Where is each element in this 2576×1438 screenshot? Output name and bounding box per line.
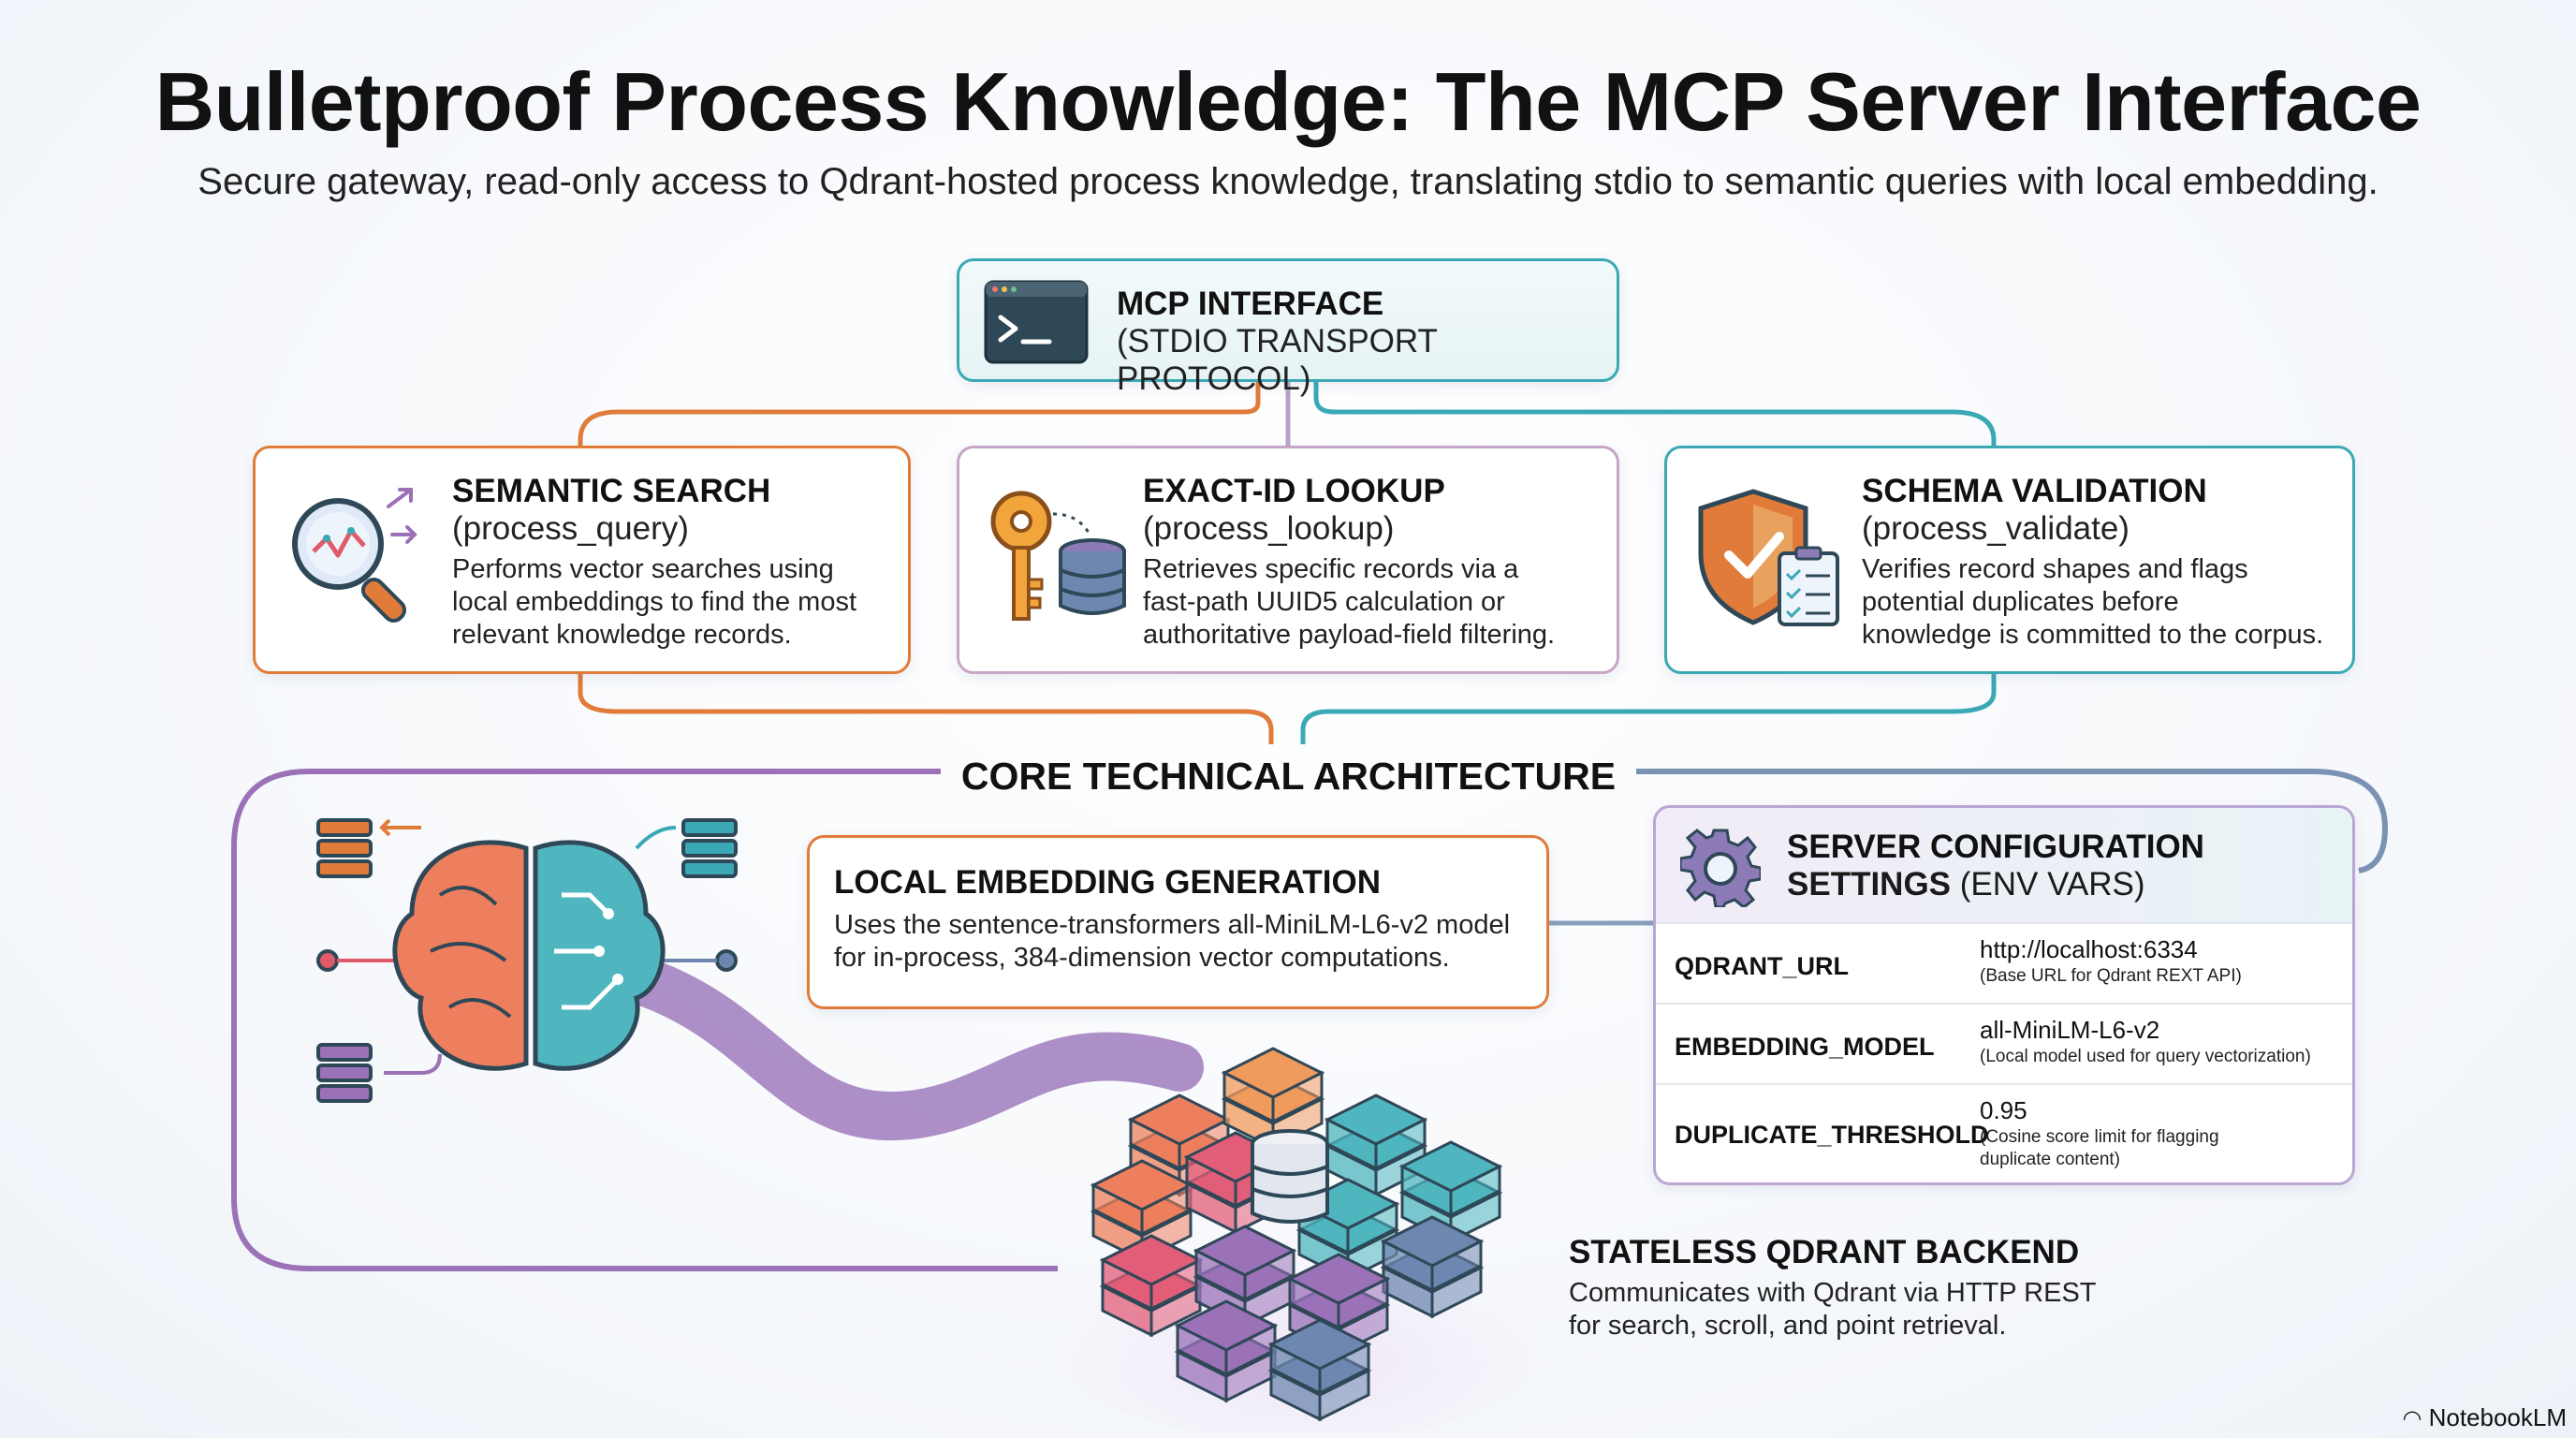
page-subtitle: Secure gateway, read-only access to Qdra… (198, 161, 2378, 202)
core-architecture-heading: CORE TECHNICAL ARCHITECTURE (960, 755, 1617, 798)
semantic-search-card: SEMANTIC SEARCH (process_query) Performs… (253, 446, 911, 674)
semantic-search-tool: (process_query) (452, 510, 689, 547)
backend-title: STATELESS QDRANT BACKEND (1569, 1234, 2080, 1270)
embedding-card: LOCAL EMBEDDING GENERATION Uses the sent… (807, 835, 1549, 1009)
key-database-icon (984, 486, 1134, 626)
config-value: all-MiniLM-L6-v2 (1980, 1016, 2160, 1044)
config-note: (Local model used for query vectorizatio… (1980, 1047, 2311, 1066)
shield-checklist-icon (1693, 488, 1843, 628)
notebooklm-brand: ◠ NotebookLM (2402, 1403, 2567, 1431)
terminal-icon (984, 280, 1089, 364)
embedding-title: LOCAL EMBEDDING GENERATION (834, 864, 1381, 901)
mcp-subtitle: (STDIO TRANSPORT PROTOCOL) (1117, 323, 1438, 397)
config-value: 0.95 (1980, 1096, 2027, 1124)
page-title: Bulletproof Process Knowledge: The MCP S… (154, 55, 2422, 148)
mcp-title: MCP INTERFACE (1117, 286, 1384, 322)
exact-id-lookup-card: EXACT-ID LOOKUP (process_lookup) Retriev… (957, 446, 1619, 674)
magnifier-chart-icon (284, 486, 424, 626)
config-title-line1: SERVER CONFIGURATION (1787, 829, 2204, 865)
exact-id-lookup-title: EXACT-ID LOOKUP (1143, 473, 1445, 509)
config-key: EMBEDDING_MODEL (1675, 1033, 1935, 1061)
config-note: (Base URL for Qdrant REXT API) (1980, 966, 2242, 986)
config-header-band (1656, 808, 2352, 922)
schema-validation-title: SCHEMA VALIDATION (1862, 473, 2207, 509)
config-key: QDRANT_URL (1675, 952, 1849, 980)
config-value: http://localhost:6334 (1980, 935, 2198, 963)
mcp-interface-card: MCP INTERFACE (STDIO TRANSPORT PROTOCOL) (957, 258, 1619, 397)
config-key: DUPLICATE_THRESHOLD (1675, 1121, 1989, 1149)
config-title-line2: SETTINGS (ENV VARS) (1787, 866, 2145, 902)
schema-validation-card: SCHEMA VALIDATION (process_validate) Ver… (1664, 446, 2355, 674)
brain-icon (309, 811, 749, 1110)
config-row: EMBEDDING_MODEL all-MiniLM-L6-v2 (Local … (1656, 1003, 2352, 1085)
exact-id-lookup-tool: (process_lookup) (1143, 510, 1395, 547)
notebooklm-logo-icon: ◠ (2402, 1406, 2422, 1431)
qdrant-database-icon (1039, 1039, 1554, 1438)
schema-validation-tool: (process_validate) (1862, 510, 2130, 547)
config-row: DUPLICATE_THRESHOLD 0.95 (Cosine score l… (1656, 1083, 2352, 1182)
embedding-description: Uses the sentence-transformers all-MiniL… (834, 910, 1511, 973)
gear-icon (1678, 827, 1763, 909)
server-config-card: SERVER CONFIGURATION SETTINGS (ENV VARS)… (1653, 805, 2355, 1185)
semantic-search-title: SEMANTIC SEARCH (452, 473, 771, 509)
config-row: QDRANT_URL http://localhost:6334 (Base U… (1656, 922, 2352, 1005)
